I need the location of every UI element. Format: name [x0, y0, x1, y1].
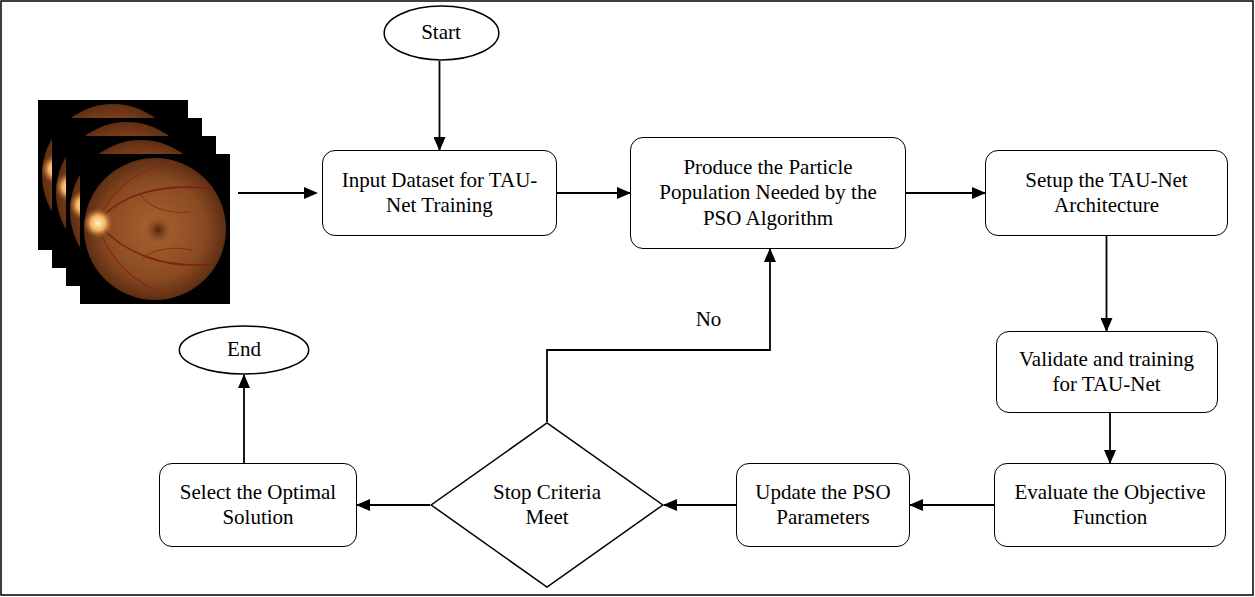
flow-arrow	[439, 61, 441, 150]
ellipse-path	[384, 6, 499, 60]
edge-label: No	[693, 307, 725, 332]
process-box: Validate and training for TAU-Net	[996, 331, 1218, 413]
fundus-image	[80, 154, 230, 304]
flow-arrow	[906, 192, 985, 194]
node-text: Select the Optimal Solution	[170, 480, 346, 530]
node-text: Produce the Particle Population Needed b…	[641, 155, 895, 231]
decision-diamond: Stop Criteria Meet	[430, 422, 664, 588]
end-terminal: End	[178, 325, 310, 375]
node-text: Start	[421, 20, 461, 45]
input-arrow	[238, 192, 306, 194]
arrow-head	[304, 187, 318, 199]
flow-arrow	[910, 504, 994, 506]
node-text: Update the PSO Parameters	[747, 480, 899, 530]
flow-arrow	[243, 375, 245, 463]
node-text: Input Dataset for TAU-Net Training	[333, 168, 546, 218]
process-box: Setup the TAU-Net Architecture	[985, 150, 1228, 236]
flow-arrow	[357, 504, 430, 506]
process-box: Input Dataset for TAU-Net Training	[322, 150, 557, 236]
flow-arrow	[1106, 236, 1108, 331]
flow-arrow	[547, 249, 770, 422]
flow-arrow	[664, 504, 736, 506]
node-text: Stop Criteria Meet	[480, 480, 614, 530]
flow-arrow	[1109, 413, 1111, 463]
flow-arrow	[557, 192, 630, 194]
node-text: Validate and training for TAU-Net	[1007, 347, 1207, 397]
diamond-path	[431, 423, 663, 587]
ellipse-path	[179, 326, 308, 374]
process-box: Produce the Particle Population Needed b…	[630, 137, 906, 249]
process-box: Evaluate the Objective Function	[994, 463, 1226, 547]
process-box: Select the Optimal Solution	[159, 463, 357, 547]
node-text: Evaluate the Objective Function	[1005, 480, 1215, 530]
start-terminal: Start	[383, 5, 500, 61]
process-box: Update the PSO Parameters	[736, 463, 910, 547]
node-text: Setup the TAU-Net Architecture	[996, 168, 1217, 218]
node-text: End	[227, 337, 261, 362]
